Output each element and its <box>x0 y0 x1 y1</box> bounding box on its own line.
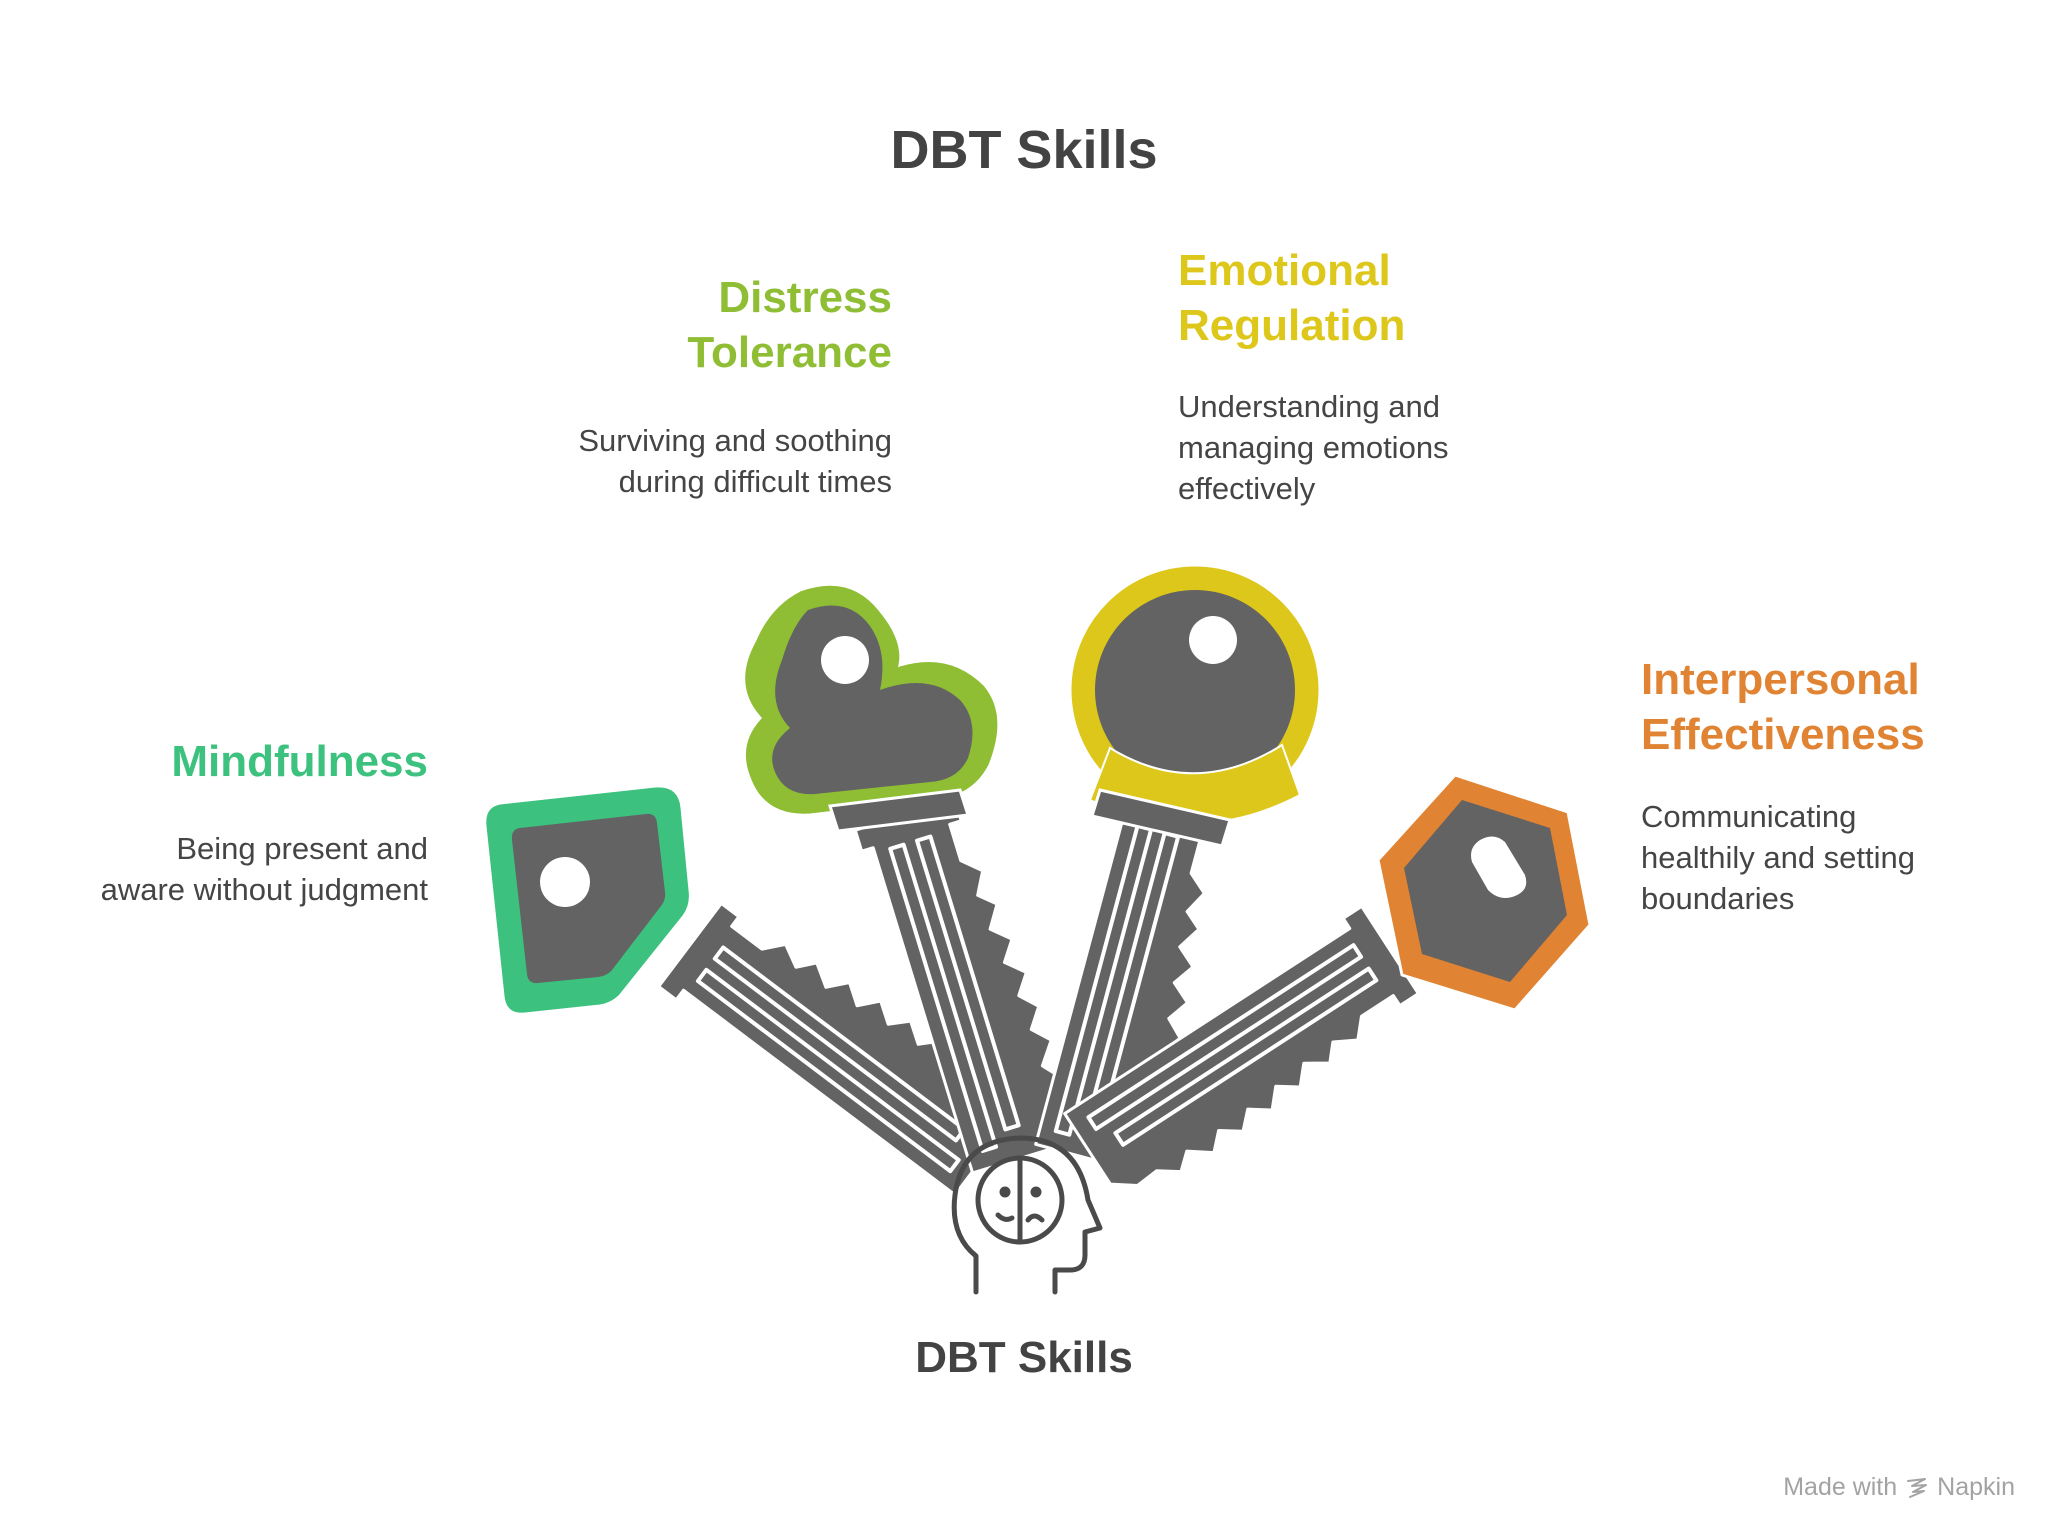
skill-desc-emotional-regulation: Understanding and managing emotions effe… <box>1178 386 1598 509</box>
watermark-prefix: Made with <box>1783 1473 1898 1501</box>
napkin-logo-icon <box>1907 1477 1928 1498</box>
skill-title-line: Effectiveness <box>1641 710 1925 759</box>
interpersonal-key-head <box>1404 800 1567 982</box>
skill-desc-mindfulness: Being present and aware without judgment <box>8 828 428 910</box>
skill-desc-line: Understanding and <box>1178 389 1440 424</box>
skill-desc-line: effectively <box>1178 471 1316 506</box>
key-collar <box>828 788 970 833</box>
center-label: DBT Skills <box>915 1333 1133 1382</box>
skill-title-line: Tolerance <box>687 328 892 377</box>
interpersonal-effectiveness-key-icon <box>1056 773 1592 1212</box>
skill-desc-line: aware without judgment <box>100 872 428 907</box>
emotional-key-head <box>1095 590 1295 790</box>
skill-title-distress-tolerance: Distress Tolerance <box>492 270 892 380</box>
skill-desc-line: during difficult times <box>618 464 892 499</box>
skill-title-mindfulness: Mindfulness <box>28 734 428 789</box>
skill-desc-line: Being present and <box>176 831 428 866</box>
skill-title-line: Distress <box>718 273 892 322</box>
skill-title-line: Mindfulness <box>171 737 428 786</box>
page-title: DBT Skills <box>890 120 1158 180</box>
skill-title-line: Emotional <box>1178 246 1391 295</box>
distress-tolerance-key-icon <box>742 582 1084 1179</box>
key-hole <box>540 857 590 907</box>
skill-title-line: Interpersonal <box>1641 655 1920 704</box>
skill-desc-line: boundaries <box>1641 881 1795 916</box>
mindfulness-key-icon <box>483 784 1026 1207</box>
skill-title-interpersonal-effectiveness: Interpersonal Effectiveness <box>1641 652 2021 762</box>
skill-desc-line: Surviving and soothing <box>578 423 892 458</box>
skill-desc-interpersonal-effectiveness: Communicating healthily and setting boun… <box>1641 796 2021 919</box>
skill-title-line: Regulation <box>1178 301 1406 350</box>
skill-title-emotional-regulation: Emotional Regulation <box>1178 243 1598 353</box>
mindfulness-key-head <box>511 813 666 984</box>
skill-desc-line: healthily and setting <box>1641 840 1916 875</box>
key-hole <box>821 636 869 684</box>
watermark-brand: Napkin <box>1937 1473 2015 1501</box>
skill-desc-distress-tolerance: Surviving and soothing during difficult … <box>472 420 892 502</box>
key-collar <box>1090 788 1232 848</box>
distress-key-head <box>772 605 973 795</box>
head-face-icon <box>951 1135 1103 1295</box>
watermark[interactable]: Made with Napkin <box>1783 1473 2015 1502</box>
skill-desc-line: Communicating <box>1641 799 1857 834</box>
key-hole <box>1471 836 1527 898</box>
skill-desc-line: managing emotions <box>1178 430 1449 465</box>
key-hole <box>1189 616 1237 664</box>
emotional-regulation-key-icon <box>1022 563 1322 1176</box>
